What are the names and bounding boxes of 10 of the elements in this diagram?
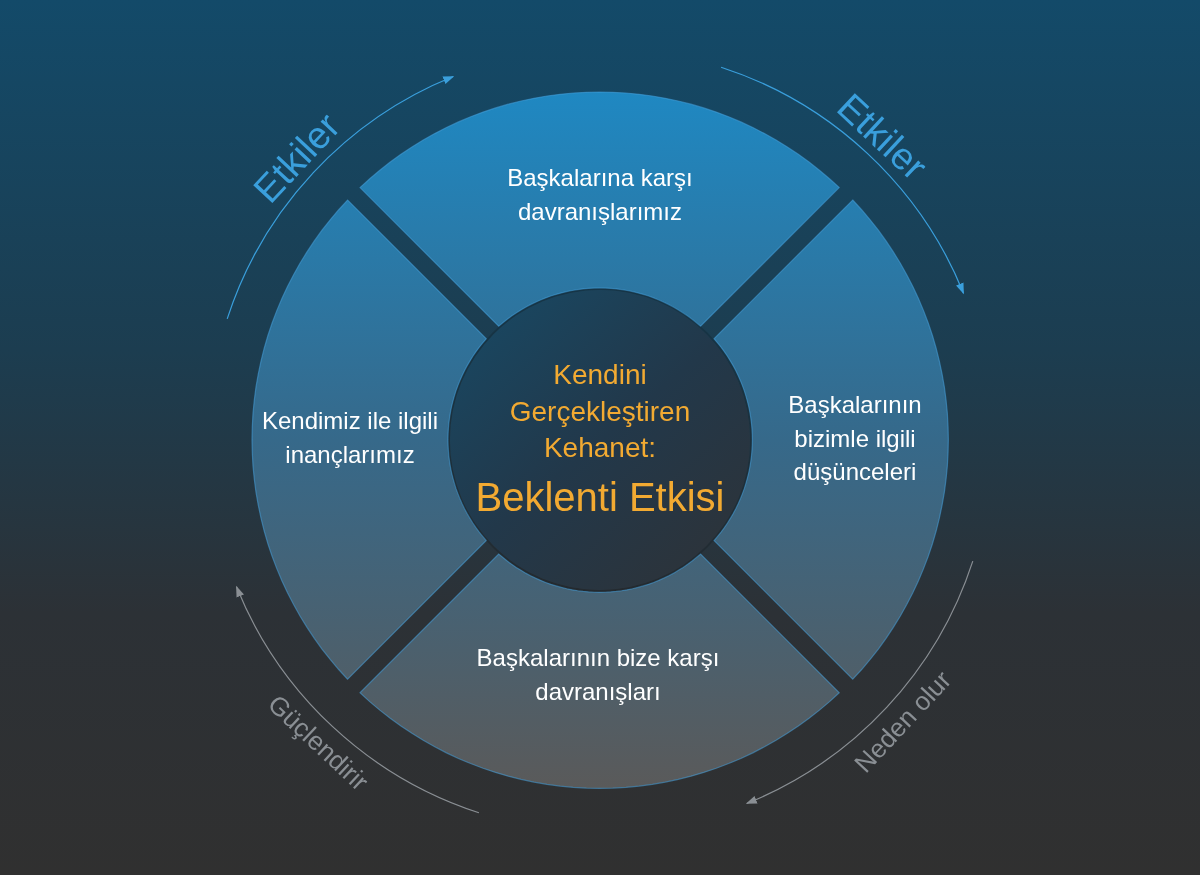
segment-text: Başkalarının bize karşı davranışları [475, 643, 721, 707]
segment-text: Başkalarının bizimle ilgili düşünceleri [787, 389, 923, 487]
curved-arrow [235, 585, 480, 814]
curved-arrow [226, 75, 455, 320]
center-subtitle: Kendini Gerçekleştiren Kehanet: [508, 358, 692, 466]
segment-text: Kendimiz ile ilgili inançlarımız [260, 406, 440, 470]
segment-text: Başkalarına karşı davranışlarımız [506, 163, 694, 227]
curved-arrow [720, 66, 965, 295]
center-title: Beklenti Etkisi [475, 473, 725, 521]
curved-arrow [745, 560, 974, 805]
